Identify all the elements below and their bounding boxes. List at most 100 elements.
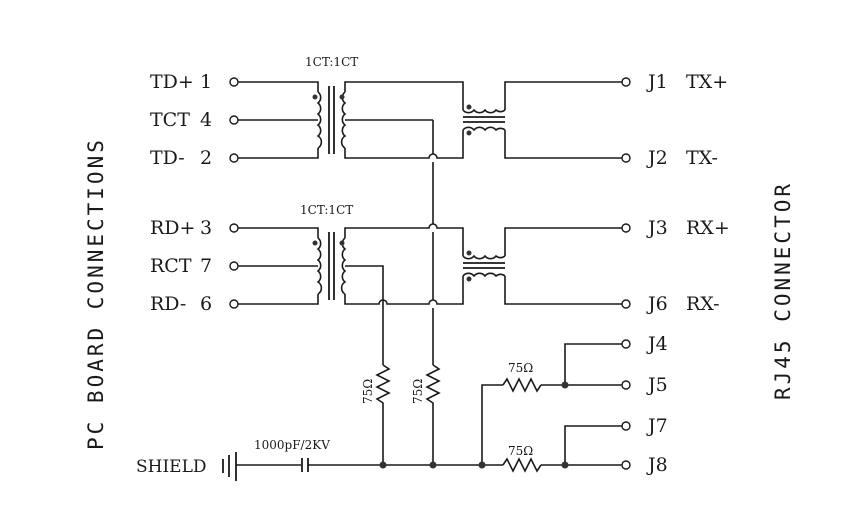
terminal xyxy=(621,153,631,163)
wire xyxy=(504,130,622,159)
wire xyxy=(481,384,503,465)
choke-coil xyxy=(462,108,506,114)
common-mode-choke-tx xyxy=(462,81,622,159)
choke-coil xyxy=(462,272,506,278)
resistor-zigzag xyxy=(502,457,542,473)
pin-number: 7 xyxy=(200,255,212,277)
pin-name: TCT xyxy=(150,109,190,131)
secondary-coil xyxy=(340,237,347,295)
wire xyxy=(564,343,622,385)
pin-number: J3 xyxy=(646,217,668,239)
secondary-coil xyxy=(340,91,347,149)
pc-pin-tct: TCT 4 xyxy=(150,109,239,131)
resistor-tx-ct: 75Ω xyxy=(411,364,441,465)
pin-name: RD+ xyxy=(150,217,195,239)
polarity-dot xyxy=(339,94,345,100)
capacitor: 1000pF/2KV xyxy=(254,438,330,472)
pin-number: 2 xyxy=(200,147,212,169)
pin-name: TD+ xyxy=(150,71,194,93)
polarity-dot xyxy=(466,104,472,110)
wire xyxy=(504,276,622,305)
pc-pin-td-plus: TD+ 1 xyxy=(150,71,239,93)
wire xyxy=(504,81,622,110)
pin-number: 1 xyxy=(200,71,212,93)
pin-number: J8 xyxy=(646,454,668,476)
wire xyxy=(345,265,384,300)
rj45-pin-j2: J2 TX- xyxy=(621,147,718,169)
pc-pin-td-minus: TD- 2 xyxy=(150,147,239,169)
rj45-pin-j1: J1 TX+ xyxy=(621,71,728,93)
wire xyxy=(344,276,464,305)
terminal xyxy=(229,77,239,87)
resistor-zigzag xyxy=(425,364,441,465)
pc-board-connections-label: PC BOARD CONNECTIONS xyxy=(84,137,108,450)
shield-label: SHIELD xyxy=(136,457,207,477)
terminal xyxy=(621,77,631,87)
pin-number: J7 xyxy=(646,415,668,437)
capacitor-value-label: 1000pF/2KV xyxy=(254,438,330,452)
rj45-pin-j3: J3 RX+ xyxy=(621,217,730,239)
polarity-dot xyxy=(312,94,318,100)
polarity-dot xyxy=(339,240,345,246)
pin-number: J5 xyxy=(646,374,668,396)
rj45-pin-j6: J6 RX- xyxy=(621,293,720,315)
resistor-zigzag xyxy=(375,364,391,465)
rj45-pin-j4: J4 xyxy=(621,333,668,355)
rj45-pin-j8: J8 xyxy=(621,454,668,476)
terminal xyxy=(621,421,631,431)
resistor-j7-j8: 75Ω xyxy=(502,444,542,473)
terminal xyxy=(621,380,631,390)
pin-number: J4 xyxy=(646,333,668,355)
resistor-value-label: 75Ω xyxy=(411,379,425,404)
rj45-pin-j5: J5 xyxy=(621,374,668,396)
wire xyxy=(238,148,319,159)
rj45-connector-label: RJ45 CONNECTOR xyxy=(771,181,795,400)
resistor-value-label: 75Ω xyxy=(508,444,533,458)
pin-signal: TX+ xyxy=(686,71,728,93)
primary-coil xyxy=(316,237,323,295)
resistor-value-label: 75Ω xyxy=(508,361,533,375)
choke-coil xyxy=(462,254,506,260)
wire xyxy=(238,227,319,238)
resistor-j4-j5: 75Ω xyxy=(502,361,542,393)
choke-coil xyxy=(462,126,506,132)
polarity-dot xyxy=(466,130,472,136)
terminal xyxy=(229,115,239,125)
wire xyxy=(504,227,622,256)
wire xyxy=(564,425,622,465)
pin-number: J6 xyxy=(646,293,668,315)
junction-dot xyxy=(561,461,569,469)
polarity-dot xyxy=(466,250,472,256)
junction-dot xyxy=(379,461,387,469)
pin-signal: TX- xyxy=(686,147,718,169)
shield-ground-icon xyxy=(222,452,237,481)
common-mode-choke-rx xyxy=(462,227,622,305)
resistor-value-label: 75Ω xyxy=(361,379,375,404)
polarity-dot xyxy=(312,240,318,246)
terminal xyxy=(229,261,239,271)
junction-dot xyxy=(429,461,437,469)
resistor-zigzag xyxy=(502,377,542,393)
terminal xyxy=(621,223,631,233)
pin-number: 6 xyxy=(200,293,212,315)
transformer-ratio-label: 1CT:1CT xyxy=(300,203,353,217)
pin-name: RCT xyxy=(150,255,192,277)
pin-name: TD- xyxy=(150,147,185,169)
terminal xyxy=(229,153,239,163)
pin-name: RD- xyxy=(150,293,186,315)
pin-signal: RX- xyxy=(686,293,720,315)
junction-dot xyxy=(561,381,569,389)
wire xyxy=(344,223,464,256)
wire xyxy=(344,81,464,110)
terminal xyxy=(621,339,631,349)
wire xyxy=(238,81,319,92)
resistor-rx-ct: 75Ω xyxy=(361,364,391,465)
pin-signal: RX+ xyxy=(686,217,730,239)
terminal xyxy=(229,299,239,309)
polarity-dot xyxy=(466,276,472,282)
pin-number: J1 xyxy=(646,71,668,93)
rj45-pin-j7: J7 xyxy=(621,415,668,437)
pc-pin-rct: RCT 7 xyxy=(150,255,239,277)
terminal xyxy=(621,460,631,470)
